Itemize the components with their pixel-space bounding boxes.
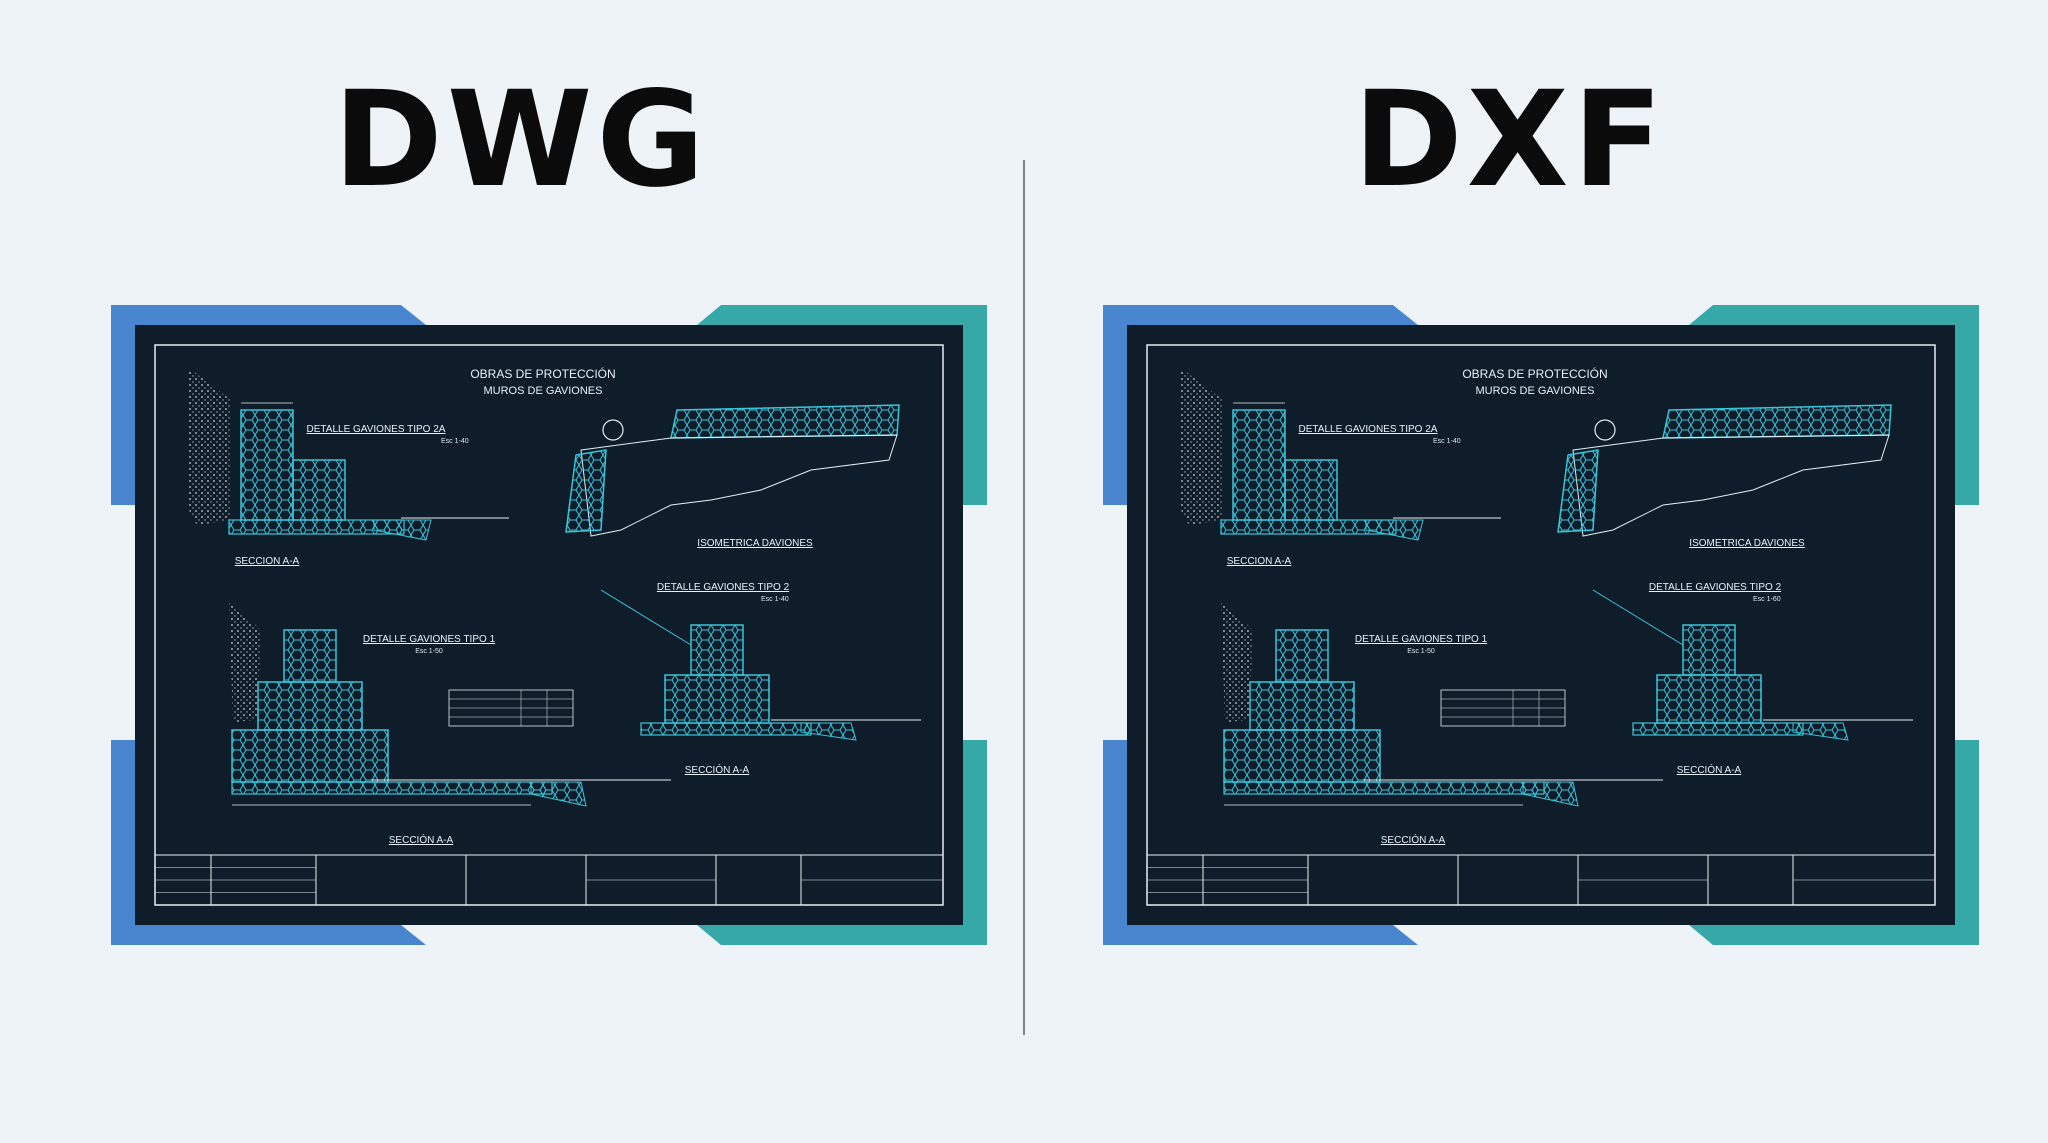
detail-2-label: DETALLE GAVIONES TIPO 2	[1649, 582, 1782, 593]
accent-top-left	[1103, 305, 1418, 325]
accent-bottom-left	[1103, 925, 1418, 945]
mat-1	[231, 781, 553, 795]
gabion-1-bottom	[1223, 729, 1381, 783]
detail-1-scale: Esc 1-50	[1407, 648, 1435, 655]
gabion-2a-lower	[1284, 459, 1338, 521]
apron-2a	[1365, 519, 1424, 541]
center-divider	[1023, 160, 1025, 1035]
gabion-2-bottom	[1656, 674, 1762, 724]
dwg-heading: DWG	[333, 63, 709, 217]
iso-gabion-side	[1557, 449, 1599, 533]
detail-2a-scale: Esc 1-40	[441, 438, 469, 445]
drawing-title: OBRAS DE PROTECCIÓN	[1462, 366, 1607, 381]
gabion-1-bottom	[231, 729, 389, 783]
section-label-right: SECCIÓN A-A	[685, 763, 750, 776]
mat-2	[1632, 722, 1804, 736]
gabion-1-mid	[1249, 681, 1355, 731]
drawing-subtitle: MUROS DE GAVIONES	[484, 385, 603, 397]
iso-gabion-top	[1662, 404, 1892, 439]
dxf-heading: DXF	[1353, 63, 1667, 217]
apron-2	[1792, 722, 1849, 741]
detail-2-scale: Esc 1-40	[761, 596, 789, 603]
section-label-bottom: SECCIÓN A-A	[389, 833, 454, 846]
apron-2a	[373, 519, 432, 541]
apron-2	[800, 722, 857, 741]
soil-slope-2a	[1181, 368, 1223, 525]
section-label-left: SECCION A-A	[1227, 556, 1292, 567]
iso-roll	[602, 419, 624, 441]
iso-gabion-top	[670, 404, 900, 439]
dxf-cad-panel: OBRAS DE PROTECCIÓN MUROS DE GAVIONES DETA…	[1103, 300, 1979, 950]
soil-slope-1	[229, 602, 261, 722]
leader-line	[1592, 589, 1684, 646]
apron-1	[1522, 781, 1579, 807]
gabion-2-top	[1682, 624, 1736, 676]
iso-slope	[580, 434, 898, 537]
gabion-1-top	[283, 629, 337, 683]
soil-slope-1	[1221, 602, 1253, 722]
detail-2a-label: DETALLE GAVIONES TIPO 2A	[1299, 424, 1438, 435]
gabion-2-bottom	[664, 674, 770, 724]
detail-2-scale: Esc 1-60	[1753, 596, 1781, 603]
apron-1	[530, 781, 587, 807]
accent-bottom-right	[1689, 925, 1979, 945]
gabion-2a-upper	[240, 409, 294, 521]
isometric-label: ISOMETRICA DAVIONES	[697, 538, 813, 549]
mat-1	[1223, 781, 1545, 795]
section-label-bottom: SECCIÓN A-A	[1381, 833, 1446, 846]
detail-2a-scale: Esc 1-40	[1433, 438, 1461, 445]
section-label-left: SECCION A-A	[235, 556, 300, 567]
soil-slope-2a	[189, 368, 231, 525]
drawing-subtitle: MUROS DE GAVIONES	[1476, 385, 1595, 397]
gabion-2-top	[690, 624, 744, 676]
accent-top-right	[697, 305, 987, 325]
iso-slope	[1572, 434, 1890, 537]
gabion-2a-upper	[1232, 409, 1286, 521]
leader-line	[600, 589, 692, 646]
detail-2-label: DETALLE GAVIONES TIPO 2	[657, 582, 790, 593]
accent-top-right	[1689, 305, 1979, 325]
dwg-cad-panel: OBRAS DE PROTECCIÓN MUROS DE GAVIONES DETA…	[111, 300, 987, 950]
accent-bottom-left	[111, 925, 426, 945]
accent-bottom-right	[697, 925, 987, 945]
gabion-2a-lower	[292, 459, 346, 521]
isometric-label: ISOMETRICA DAVIONES	[1689, 538, 1805, 549]
detail-1-label: DETALLE GAVIONES TIPO 1	[1355, 634, 1488, 645]
iso-gabion-side	[565, 449, 607, 533]
accent-top-left	[111, 305, 426, 325]
iso-roll	[1594, 419, 1616, 441]
mat-2	[640, 722, 812, 736]
detail-2a-label: DETALLE GAVIONES TIPO 2A	[307, 424, 446, 435]
section-label-right: SECCIÓN A-A	[1677, 763, 1742, 776]
drawing-title: OBRAS DE PROTECCIÓN	[470, 366, 615, 381]
detail-1-scale: Esc 1-50	[415, 648, 443, 655]
gabion-1-mid	[257, 681, 363, 731]
detail-1-label: DETALLE GAVIONES TIPO 1	[363, 634, 496, 645]
gabion-1-top	[1275, 629, 1329, 683]
